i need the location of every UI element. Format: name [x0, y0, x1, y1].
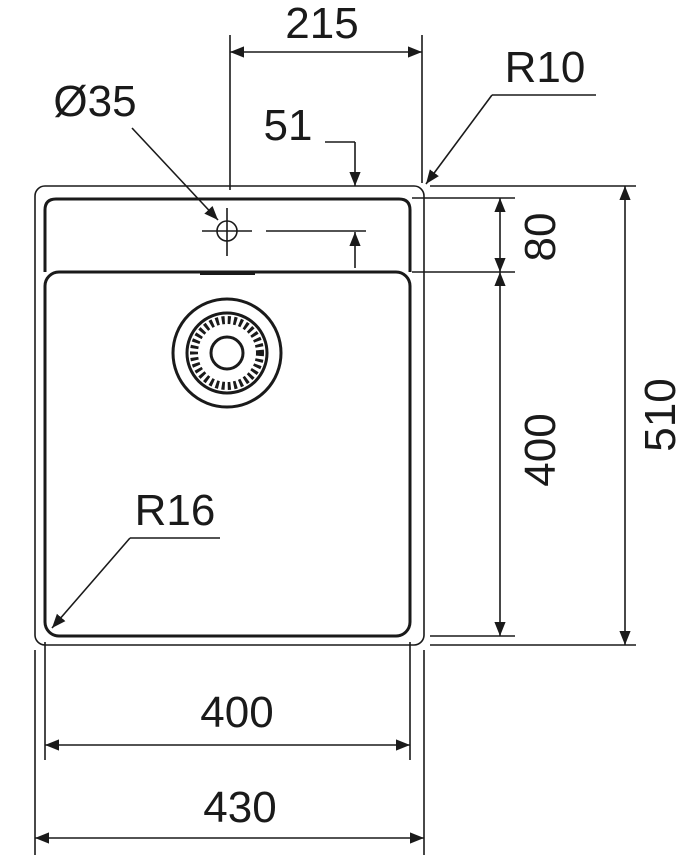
svg-text:80: 80 — [516, 213, 565, 262]
dimension-80: 80 — [412, 197, 565, 273]
bowl — [43, 270, 412, 638]
svg-text:400: 400 — [516, 413, 565, 486]
svg-text:51: 51 — [264, 101, 313, 150]
outer-rim — [34, 185, 425, 646]
dimension-tap-diameter: Ø35 — [53, 77, 219, 221]
drainer-area — [43, 197, 412, 272]
dimension-r16: R16 — [51, 486, 220, 629]
svg-text:R10: R10 — [505, 43, 586, 92]
svg-text:430: 430 — [203, 783, 276, 832]
svg-text:215: 215 — [285, 0, 358, 48]
svg-text:R16: R16 — [135, 486, 216, 535]
sink-outline — [34, 185, 425, 646]
svg-text:400: 400 — [200, 688, 273, 737]
dimension-400-vertical: 400 — [430, 272, 565, 637]
svg-text:Ø35: Ø35 — [53, 77, 136, 126]
svg-text:510: 510 — [636, 378, 685, 451]
drain-strainer-icon — [171, 297, 283, 409]
dimension-51: 51 — [264, 101, 361, 268]
dimension-400-horizontal: 400 — [44, 642, 411, 760]
dimension-430: 430 — [34, 650, 425, 855]
tap-hole — [202, 208, 366, 256]
dimension-215: 215 — [229, 0, 423, 190]
dimension-r10: R10 — [425, 43, 596, 185]
dimension-510: 510 — [430, 185, 685, 646]
